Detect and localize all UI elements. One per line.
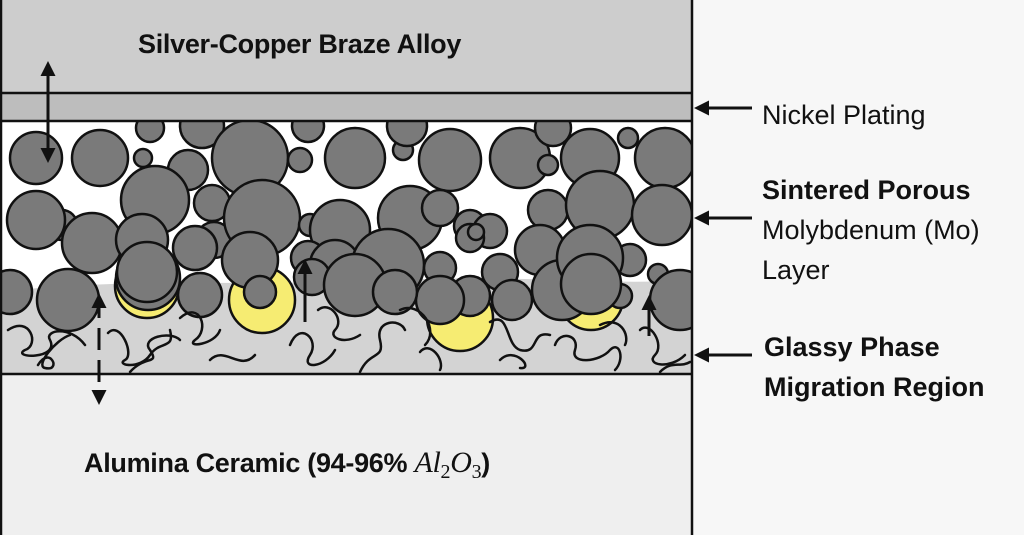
mo-particle	[526, 188, 570, 232]
panel-border	[0, 0, 694, 535]
mo-particle	[417, 127, 483, 193]
mo-particle	[134, 121, 166, 144]
mo-particle	[8, 130, 64, 186]
nickel-plating-label: Nickel Plating	[762, 100, 926, 130]
mo-particle	[35, 267, 101, 333]
mo-particle	[633, 126, 692, 190]
glass-flow-line	[288, 331, 337, 367]
alumina-formula: Al2O3	[414, 446, 482, 483]
mo-particle	[171, 224, 219, 272]
molybdenum-particle-layer	[2, 121, 692, 374]
braze-layer	[1, 0, 692, 93]
mo-particle	[70, 128, 130, 188]
molybdenum-layer-label: Sintered Porous Molybdenum (Mo) Layer	[762, 170, 980, 290]
mo-particle	[176, 271, 224, 319]
callout-arrows	[694, 100, 752, 363]
mo-particle	[616, 126, 640, 150]
glass-flow-line	[358, 321, 407, 374]
glass-flow-line	[598, 321, 628, 347]
mo-particle	[132, 147, 154, 169]
glassy-label-line2: Migration Region	[764, 372, 985, 402]
alumina-layer-label: Alumina Ceramic (94-96% Al2O3)	[84, 446, 490, 483]
mo-particle-over-glass	[115, 240, 179, 304]
mo-particle	[60, 211, 124, 275]
alumina-text: Alumina Ceramic (94-96%	[84, 448, 415, 478]
glass-flow-line	[498, 353, 527, 370]
glass-flow-line	[418, 347, 443, 372]
glass-flow-line	[36, 333, 72, 370]
glassy-label-line1: Glassy Phase	[764, 332, 940, 362]
mo-particle	[533, 121, 573, 148]
mo-particle	[323, 126, 387, 190]
mo-particle	[286, 146, 314, 174]
mo-particle	[290, 121, 326, 144]
mo-particle	[648, 268, 692, 332]
glass-flow-line	[6, 324, 87, 357]
migration-arrows	[40, 61, 657, 405]
mo-label-line1: Sintered Porous	[762, 175, 971, 205]
mo-particle	[466, 222, 486, 242]
braze-layer-label: Silver-Copper Braze Alloy	[138, 29, 462, 59]
mo-particle-over-glass	[559, 252, 623, 316]
glass-flow-line	[106, 328, 173, 367]
glass-flow-line	[658, 360, 692, 374]
mo-particle	[420, 188, 460, 228]
mo-label-line3: Layer	[762, 255, 830, 285]
glass-flow-line	[128, 334, 182, 374]
mo-particle	[2, 268, 34, 316]
mo-particle	[630, 183, 692, 247]
glass-flow-line	[398, 306, 432, 347]
nickel-layer	[1, 93, 692, 121]
mo-particle	[178, 121, 226, 150]
glass-flow-line	[208, 353, 257, 363]
mo-particle	[536, 153, 560, 177]
glass-flow-line	[178, 311, 222, 346]
glassy-phase-label: Glassy Phase Migration Region	[764, 327, 984, 407]
glass-flow-line	[553, 334, 622, 372]
glass-flow-line	[316, 306, 362, 342]
mo-particle	[371, 268, 419, 316]
mo-particle	[5, 189, 67, 251]
mo-particle	[490, 278, 534, 322]
glass-flow-line	[488, 318, 552, 352]
alumina-layer	[1, 374, 692, 535]
mo-label-line2: Molybdenum (Mo)	[762, 215, 980, 245]
mo-particle	[242, 274, 278, 310]
mo-particle	[385, 121, 429, 148]
